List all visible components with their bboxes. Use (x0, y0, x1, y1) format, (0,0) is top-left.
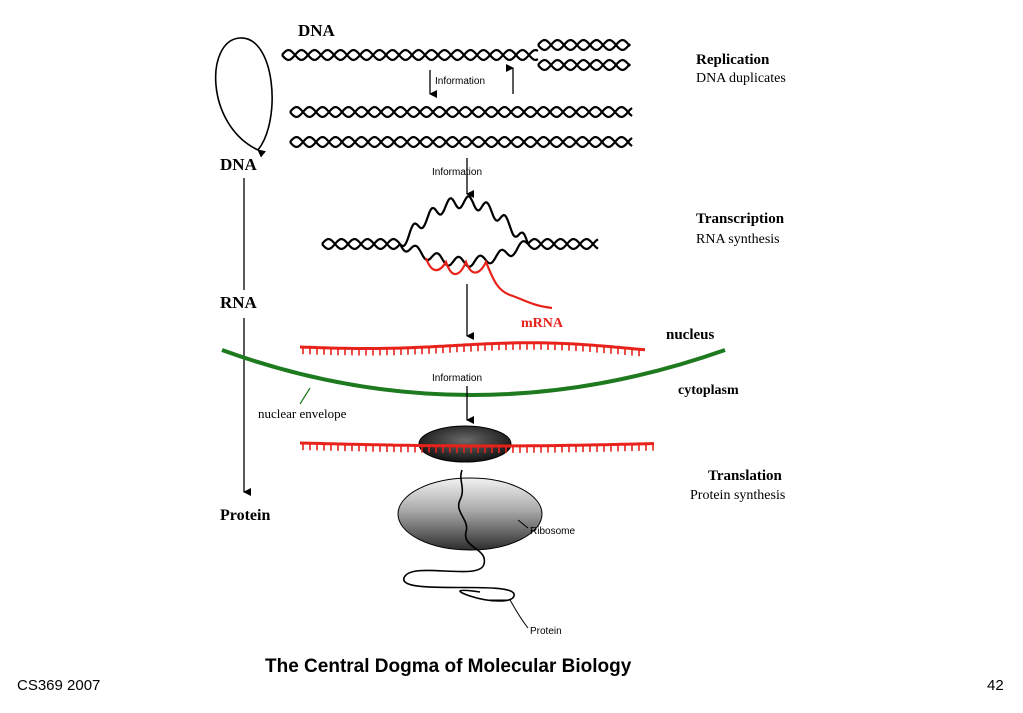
mrna-nucleus-bases (302, 342, 640, 357)
mrna-nucleus-backbone (299, 341, 646, 352)
protein-pointer (490, 599, 529, 629)
replication-title: Replication (696, 52, 770, 68)
dna-daughter-helix-1-strand-b (289, 105, 633, 119)
dna-fork-upper-strand-a (537, 38, 631, 52)
transcription-title: Transcription (696, 211, 785, 227)
nucleus-label: nucleus (666, 327, 715, 343)
mrna-in-cytoplasm (299, 441, 654, 453)
dna-fork-lower-strand-a (537, 58, 631, 72)
bubble-lower-strand (399, 240, 529, 268)
nuclear-envelope-label: nuclear envelope (258, 406, 347, 421)
dna-helices (281, 38, 633, 149)
nuclear-envelope (221, 348, 726, 397)
dna-parent-helix-strand-a (281, 48, 539, 62)
transcription-bubble (321, 195, 599, 268)
dna-daughter-helix-2-strand-b (289, 135, 633, 149)
ribosome-large-subunit (397, 477, 543, 551)
transcription-left-helix-strand-b (321, 237, 401, 251)
ribosome-label: Ribosome (530, 526, 575, 537)
translation-subtitle: Protein synthesis (690, 488, 785, 503)
label-protein: Protein (220, 507, 270, 524)
protein-chain-label: Protein (530, 626, 562, 637)
mrna-label: mRNA (521, 316, 564, 331)
dna-daughter-helix-1-strand-a (289, 105, 633, 119)
dna-daughter-helix-2-strand-a (289, 135, 633, 149)
translation-title: Translation (708, 468, 783, 484)
protein-chain (403, 469, 515, 602)
transcription-right-helix-strand-b (527, 237, 599, 251)
dna-fork-upper-strand-b (537, 38, 631, 52)
mrna-cytoplasm-bases (302, 443, 654, 453)
nuclear-envelope-pointer (299, 387, 311, 405)
cytoplasm-label: cytoplasm (678, 383, 739, 398)
label-dna-top: DNA (298, 21, 336, 40)
bubble-upper-strand (399, 195, 530, 248)
footer-left: CS369 2007 (17, 677, 101, 694)
replication-loop (214, 37, 273, 158)
replication-subtitle: DNA duplicates (696, 71, 786, 86)
mrna-strand (424, 257, 553, 310)
information-label-3: Information (432, 373, 482, 384)
label-dna: DNA (220, 155, 258, 174)
page-number: 42 (987, 677, 1004, 694)
information-label-1: Information (435, 76, 485, 87)
dna-fork-lower-strand-b (537, 58, 631, 72)
ribosome-small-subunit (418, 425, 512, 463)
transcription-right-helix-strand-a (527, 237, 599, 251)
diagram-title: The Central Dogma of Molecular Biology (265, 656, 632, 677)
transcription-subtitle: RNA synthesis (696, 232, 780, 247)
information-label-2: Information (432, 167, 482, 178)
label-rna: RNA (220, 293, 258, 312)
mrna-in-nucleus (299, 341, 646, 357)
ribosome-pointer (517, 519, 529, 529)
dna-parent-helix-strand-b (281, 48, 539, 62)
